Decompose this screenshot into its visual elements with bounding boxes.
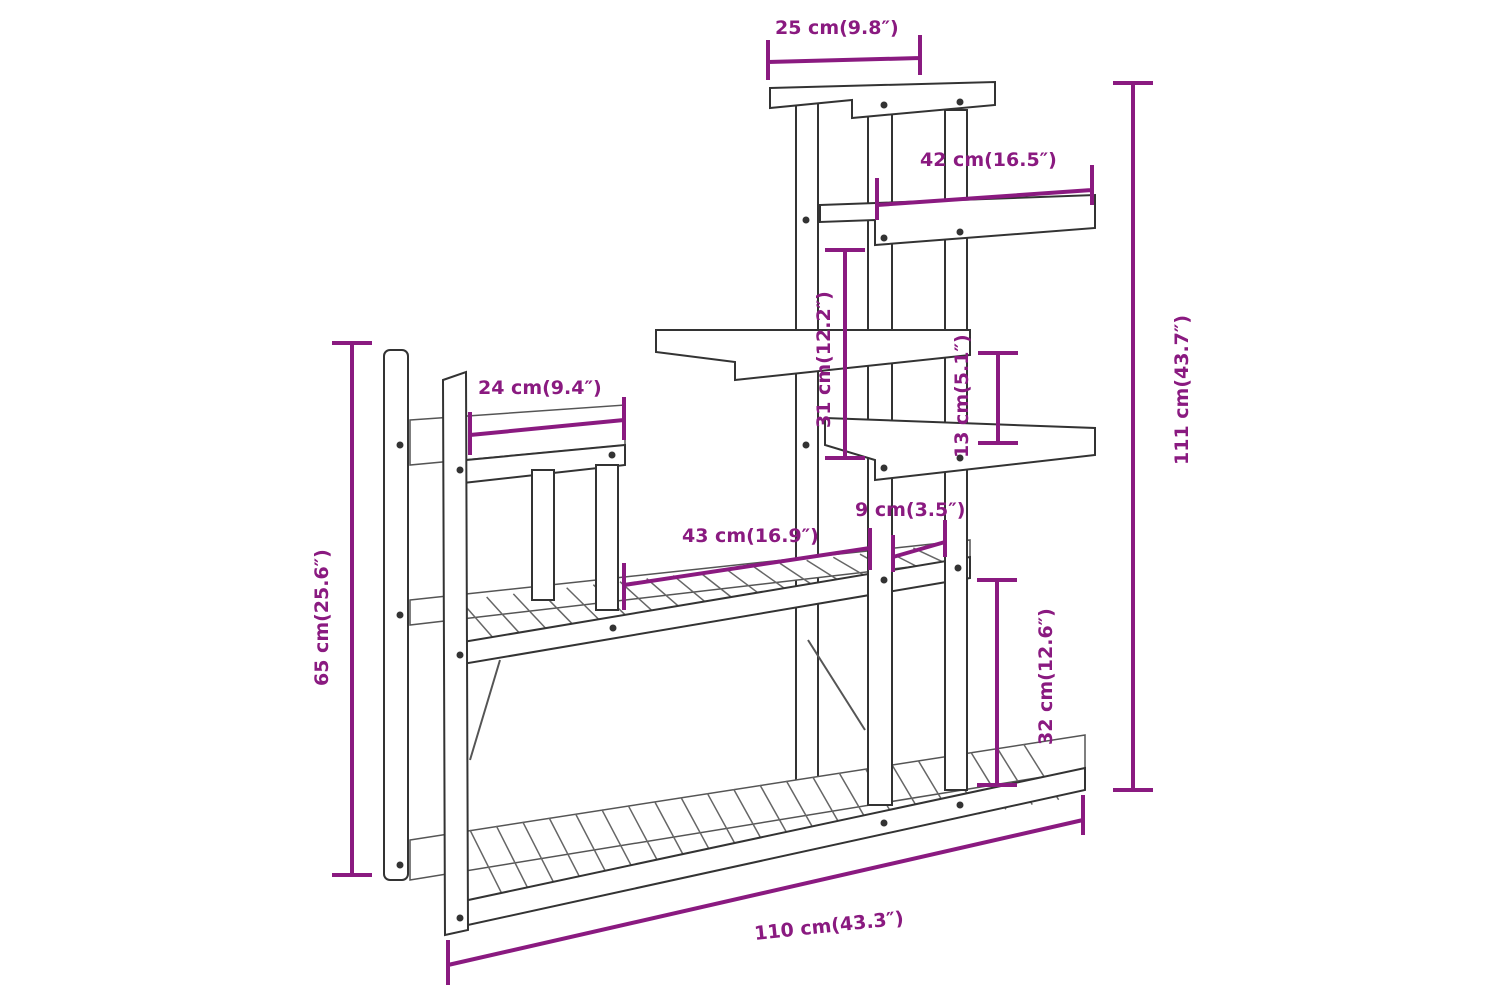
- slat: [574, 813, 612, 882]
- dim-left-height: [332, 341, 372, 877]
- label-small-gap: 13 cm(5.1″): [951, 334, 973, 458]
- slat: [699, 571, 736, 601]
- label-upper-shelf-width: 42 cm(16.5″): [920, 149, 1057, 171]
- dim-total-height: [1113, 81, 1153, 792]
- slat: [752, 565, 789, 592]
- slat: [672, 574, 709, 606]
- slat: [779, 562, 816, 588]
- slat: [646, 578, 683, 610]
- slat: [566, 587, 603, 623]
- left-front-post: [441, 370, 470, 937]
- slat: [486, 596, 523, 637]
- dim-top-width: [766, 35, 922, 80]
- brace: [807, 639, 866, 731]
- left-inner-post: [595, 464, 619, 611]
- label-total-height: 111 cm(43.7″): [1171, 315, 1193, 465]
- dim-total-width: [446, 795, 1085, 985]
- dim-middle-shelf-width: [622, 528, 872, 610]
- label-middle-shelf-width: 43 cm(16.9″): [682, 525, 819, 547]
- middle-right-shelf: [824, 416, 1096, 482]
- label-post-gap: 9 cm(3.5″): [855, 499, 965, 521]
- dimension-lines: 25 cm(9.8″) 42 cm(16.5″) 24 cm(9.4″) 31 …: [311, 17, 1193, 985]
- slat: [469, 829, 506, 901]
- back-post: [795, 94, 819, 806]
- dim-lower-gap: [977, 578, 1017, 787]
- upper-right-shelf: [819, 193, 1096, 247]
- slat: [522, 821, 559, 891]
- plant-stand-drawing: [383, 80, 1096, 937]
- label-total-width: 110 cm(43.3″): [753, 907, 905, 945]
- left-inner-post: [531, 469, 555, 601]
- dim-small-gap: [978, 351, 1018, 445]
- dim-upper-shelf-width: [875, 165, 1094, 220]
- label-lower-gap: 32 cm(12.6″): [1035, 608, 1057, 745]
- screws: [396, 98, 964, 922]
- slat: [512, 593, 549, 632]
- slat: [548, 817, 585, 887]
- brace: [469, 659, 501, 761]
- label-top-width: 25 cm(9.8″): [775, 17, 899, 39]
- slat: [726, 568, 763, 597]
- dim-left-shelf-width: [468, 397, 626, 455]
- label-left-shelf-width: 24 cm(9.4″): [478, 377, 602, 399]
- label-left-height: 65 cm(25.6″): [311, 549, 333, 686]
- dim-shelf-gap-upper: [825, 248, 865, 460]
- dim-post-gap: [891, 520, 947, 572]
- slat: [495, 825, 533, 896]
- left-back-post: [383, 349, 409, 881]
- label-shelf-gap-upper: 31 cm(12.2″): [813, 291, 835, 428]
- top-shelf: [769, 80, 996, 120]
- upper-left-shelf: [655, 329, 971, 382]
